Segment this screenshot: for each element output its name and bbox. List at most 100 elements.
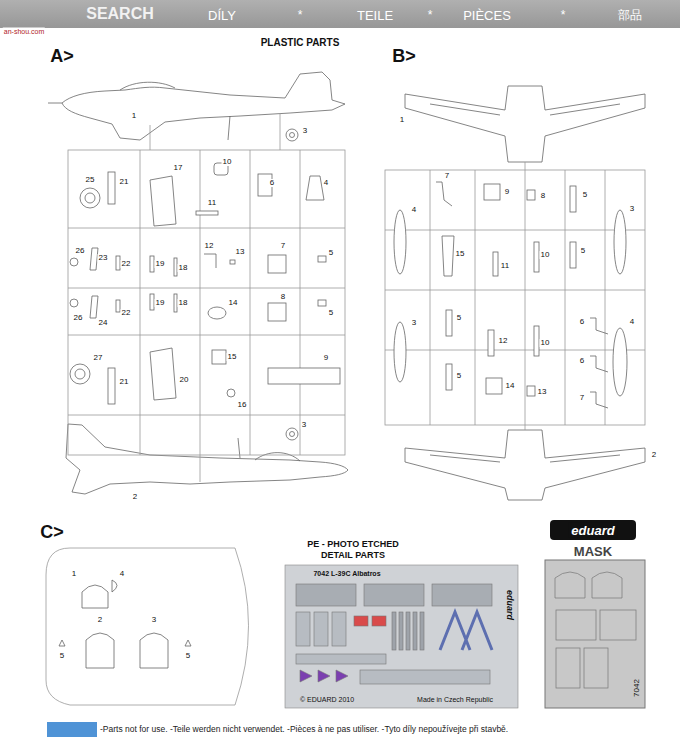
- part-outline: [354, 616, 368, 626]
- callout-number: 10: [540, 339, 551, 347]
- callout-number: 1: [71, 570, 77, 578]
- callout-number: 2: [97, 616, 103, 624]
- part-outline: [228, 116, 230, 140]
- part-outline: [108, 172, 115, 204]
- mask-sheet: eduardMASK7042: [545, 560, 645, 708]
- callout-number: 18: [178, 264, 189, 272]
- sprue-b: [385, 86, 645, 500]
- node-text: MASK: [571, 544, 615, 559]
- part-outline: [46, 548, 249, 705]
- sprue-letter: B>: [391, 47, 417, 65]
- part-outline: [590, 392, 608, 408]
- part-outline: [436, 182, 452, 206]
- callout-number: 14: [505, 382, 516, 390]
- callout-number: 22: [121, 309, 132, 317]
- part-outline: [432, 584, 492, 606]
- part-outline: [550, 520, 636, 540]
- callout-number: 6: [579, 318, 585, 326]
- callout-number: 19: [155, 260, 166, 268]
- callout-number: 17: [173, 164, 184, 172]
- callout-number: 3: [302, 127, 308, 135]
- part-outline: [360, 670, 490, 684]
- part-outline: [75, 369, 85, 379]
- part-outline: [534, 242, 539, 272]
- part-outline: [590, 318, 608, 334]
- part-outline: [90, 296, 98, 318]
- callout-number: 11: [500, 262, 510, 270]
- part-outline: [446, 310, 452, 336]
- callout-number: 22: [121, 260, 132, 268]
- callout-number: 13: [537, 388, 548, 396]
- callout-number: 7: [280, 242, 286, 250]
- part-outline: [430, 170, 431, 425]
- part-outline: [405, 86, 645, 162]
- callout-number: 10: [540, 251, 551, 259]
- part-outline: [86, 633, 114, 668]
- part-outline: [150, 176, 176, 226]
- part-outline: [268, 255, 286, 273]
- part-outline: [120, 82, 175, 90]
- callout-number: 7: [444, 172, 450, 180]
- callout-number: 26: [75, 247, 86, 255]
- part-outline: [584, 648, 608, 688]
- part-outline: [59, 640, 65, 646]
- node-text: © EDUARD 2010: [300, 696, 354, 703]
- node-text: *: [298, 9, 303, 21]
- callout-number: 21: [119, 178, 130, 186]
- part-outline: [392, 612, 424, 650]
- part-outline: [300, 150, 301, 455]
- callout-number: 20: [179, 376, 190, 384]
- callout-number: 4: [119, 570, 125, 578]
- part-outline: [108, 368, 115, 404]
- part-outline: [68, 228, 345, 229]
- callout-number: 18: [178, 299, 189, 307]
- callout-number: 5: [328, 309, 334, 317]
- part-outline: [446, 364, 452, 390]
- node-text: DÍLY: [208, 9, 236, 22]
- callout-number: 4: [411, 206, 417, 214]
- part-outline: [484, 184, 500, 200]
- part-outline: [280, 113, 281, 150]
- part-outline: [68, 113, 345, 482]
- sheet-title: PLASTIC PARTS: [260, 38, 341, 48]
- callout-number: 5: [59, 652, 65, 660]
- part-outline: [590, 356, 608, 372]
- part-outline: [545, 560, 645, 708]
- part-outline: [486, 378, 502, 394]
- part-outline: [204, 254, 216, 268]
- callout-number: 5: [582, 191, 588, 199]
- part-outline: [68, 288, 345, 289]
- part-outline: [286, 428, 298, 440]
- part-outline: [430, 455, 500, 462]
- part-outline: [372, 616, 386, 626]
- sprue-letter: A>: [49, 47, 75, 65]
- callout-number: 8: [540, 192, 546, 200]
- part-outline: [286, 129, 298, 141]
- callout-number: 1: [399, 116, 405, 124]
- part-outline: [268, 368, 340, 384]
- node-text: 7042: [633, 679, 641, 697]
- part-outline: [525, 425, 526, 430]
- node-text: *: [428, 9, 433, 21]
- part-outline: [318, 300, 326, 306]
- callout-number: 4: [323, 179, 329, 187]
- callout-number: 5: [328, 249, 334, 257]
- part-outline: [534, 326, 539, 356]
- part-outline: [556, 648, 580, 688]
- node-text: SEARCH: [86, 6, 154, 22]
- photo-etched-fret: [285, 565, 518, 708]
- part-outline: [174, 294, 177, 312]
- node-text: PE - PHOTO ETCHED DETAIL PARTS: [294, 538, 412, 562]
- part-outline: [392, 612, 396, 650]
- node-text: Made in Czech Republic: [417, 696, 493, 703]
- part-outline: [112, 580, 117, 592]
- part-outline: [364, 584, 424, 606]
- part-outline: [140, 150, 141, 455]
- callout-number: 4: [629, 318, 635, 326]
- legend-text: -Parts not for use. -Teile werden nicht …: [100, 725, 508, 734]
- part-outline: [394, 322, 406, 382]
- part-outline: [116, 300, 120, 312]
- callout-number: 9: [504, 188, 510, 196]
- node-text: TEILE: [357, 9, 393, 22]
- part-outline: [600, 610, 636, 640]
